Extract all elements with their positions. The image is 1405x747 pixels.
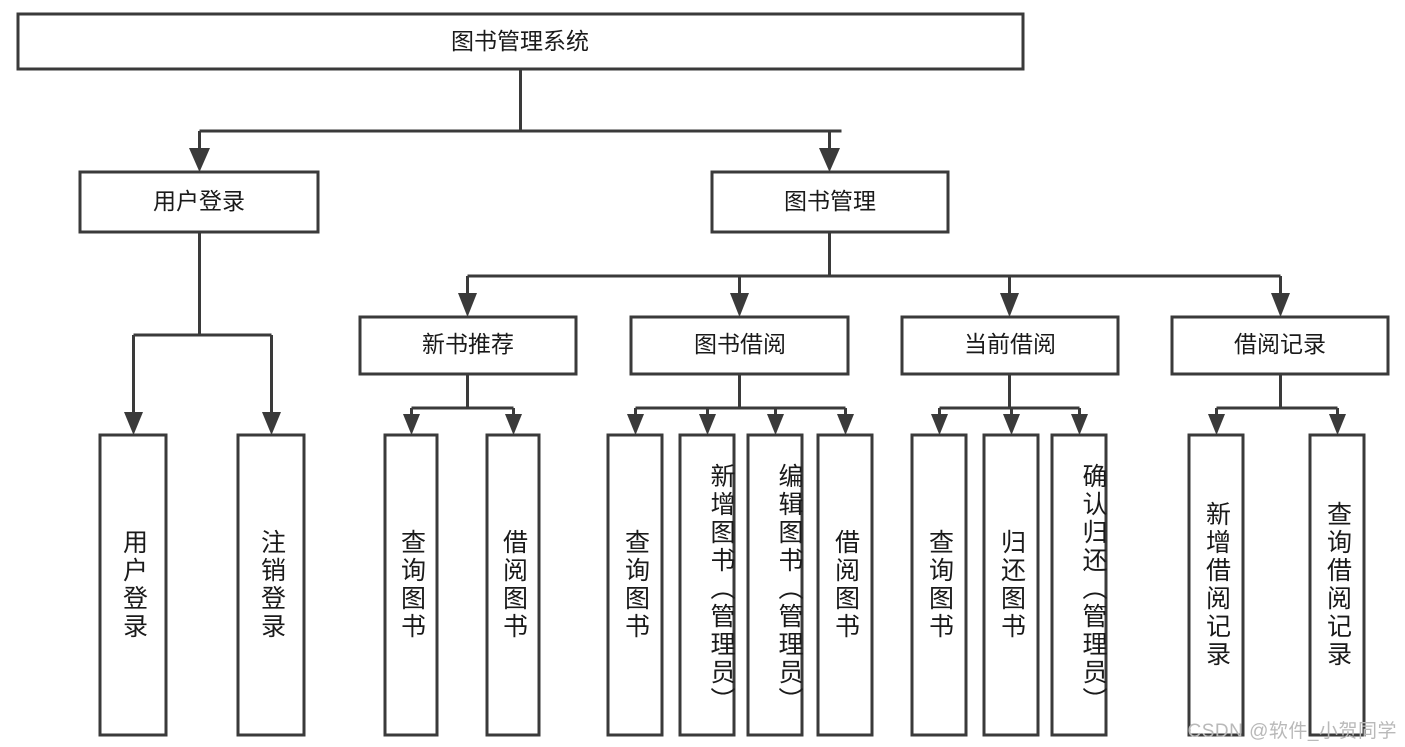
arrowhead-current-leaf-2 xyxy=(1003,414,1020,435)
node-book-manage-box[interactable] xyxy=(710,170,950,234)
arrowhead-to-record xyxy=(1271,293,1290,317)
node-book-manage-label: 图书管理 xyxy=(784,188,876,214)
leaf-box-layer xyxy=(98,433,1366,737)
node-root-box[interactable] xyxy=(16,12,1025,71)
arrowhead-user-login-leaf-2 xyxy=(262,412,281,435)
node-root-label: 图书管理系统 xyxy=(451,28,589,54)
leaf-box-query-borrow-record[interactable] xyxy=(1308,433,1366,737)
arrowhead-to-borrow xyxy=(730,293,749,317)
leaf-box-query-book-new[interactable] xyxy=(383,433,439,737)
node-current-borrow[interactable]: 当前借阅 xyxy=(900,315,1120,376)
node-borrow-record[interactable]: 借阅记录 xyxy=(1170,315,1390,376)
node-current-borrow-label: 当前借阅 xyxy=(964,331,1056,357)
arrowhead-borrow-leaf-1 xyxy=(627,414,644,435)
leaf-box-edit-book-admin[interactable] xyxy=(746,433,804,737)
node-book-manage[interactable]: 图书管理 xyxy=(710,170,950,234)
node-current-borrow-box[interactable] xyxy=(900,315,1120,376)
arrowhead-current-leaf-1 xyxy=(931,414,948,435)
node-book-borrow-label: 图书借阅 xyxy=(694,331,786,357)
arrowhead-user-login-leaf-1 xyxy=(124,412,143,435)
arrowhead-to-user-login xyxy=(189,148,210,172)
csdn-watermark: CSDN @软件_小贺同学 xyxy=(1187,721,1397,742)
node-user-login-box[interactable] xyxy=(78,170,320,234)
node-book-borrow[interactable]: 图书借阅 xyxy=(629,315,850,376)
leaf-box-user-login[interactable] xyxy=(98,433,168,737)
arrowhead-to-new-book xyxy=(458,293,477,317)
node-root[interactable]: 图书管理系统 xyxy=(16,12,1025,71)
arrowhead-to-current xyxy=(1000,293,1019,317)
arrowhead-current-leaf-3 xyxy=(1071,414,1088,435)
node-borrow-record-box[interactable] xyxy=(1170,315,1390,376)
node-borrow-record-label: 借阅记录 xyxy=(1234,331,1326,357)
leaf-box-query-book-borrow[interactable] xyxy=(606,433,664,737)
leaf-box-add-borrow-record[interactable] xyxy=(1187,433,1245,737)
node-user-login[interactable]: 用户登录 xyxy=(78,170,320,234)
arrowhead-borrow-leaf-3 xyxy=(767,414,784,435)
leaf-box-return-book[interactable] xyxy=(982,433,1040,737)
arrowhead-record-leaf-2 xyxy=(1329,414,1346,435)
arrowhead-new-book-leaf-1 xyxy=(403,414,420,435)
arrowhead-borrow-leaf-4 xyxy=(837,414,854,435)
leaf-box-logout-login[interactable] xyxy=(236,433,306,737)
leaf-box-confirm-return-admin[interactable] xyxy=(1050,433,1108,737)
leaf-box-borrow-book-new[interactable] xyxy=(485,433,541,737)
arrowhead-to-book-manage xyxy=(819,148,840,172)
node-user-login-label: 用户登录 xyxy=(153,188,245,214)
node-new-book-recommend-label: 新书推荐 xyxy=(422,331,514,357)
leaf-box-query-book-current[interactable] xyxy=(910,433,968,737)
leaf-box-borrow-book[interactable] xyxy=(816,433,874,737)
arrowhead-borrow-leaf-2 xyxy=(699,414,716,435)
node-book-borrow-box[interactable] xyxy=(629,315,850,376)
leaf-box-add-book-admin[interactable] xyxy=(678,433,736,737)
arrowhead-new-book-leaf-2 xyxy=(505,414,522,435)
arrowhead-layer xyxy=(124,148,1346,435)
arrowhead-record-leaf-1 xyxy=(1208,414,1225,435)
node-new-book-recommend[interactable]: 新书推荐 xyxy=(358,315,578,376)
node-new-book-recommend-box[interactable] xyxy=(358,315,578,376)
